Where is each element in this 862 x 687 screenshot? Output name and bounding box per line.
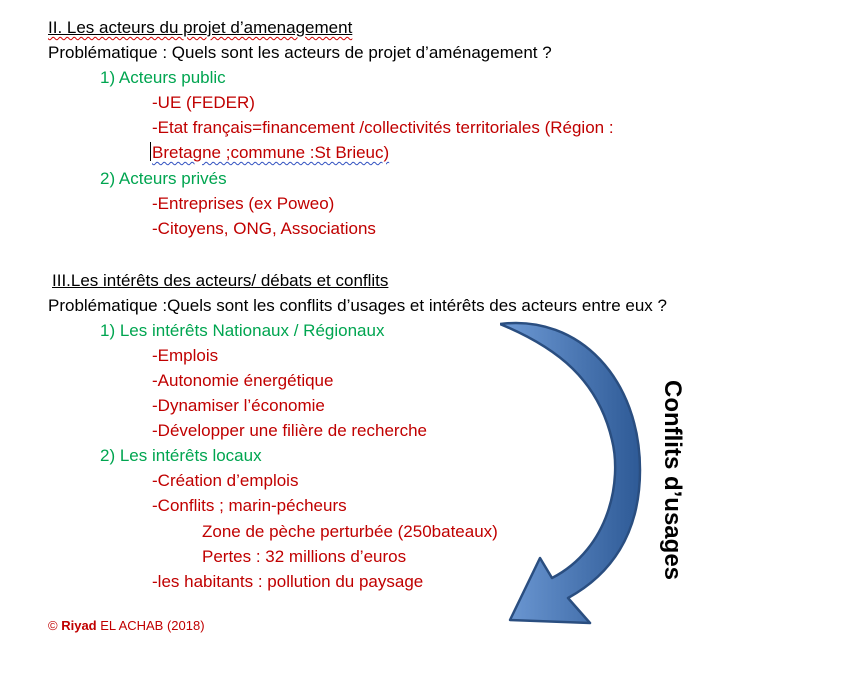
- curved-arrow-icon: [500, 321, 642, 625]
- local-subitem-pertes: Pertes : 32 millions d’euros: [202, 547, 407, 566]
- section3-local-heading: 2) Les intérêts locaux: [100, 446, 262, 465]
- section2-public-heading: 1) Acteurs public: [100, 68, 226, 87]
- national-item-economie: -Dynamiser l’économie: [152, 396, 325, 415]
- section3-national-heading: 1) Les intérêts Nationaux / Régionaux: [100, 321, 385, 340]
- local-item-habitants: -les habitants : pollution du paysage: [152, 572, 424, 591]
- local-item-creation: -Création d’emplois: [152, 471, 299, 490]
- national-item-emplois: -Emplois: [152, 346, 219, 365]
- arrow-label: Conflits d’usages: [659, 379, 686, 581]
- section3-title: III.Les intérêts des acteurs/ débats et …: [52, 271, 389, 290]
- text-cursor: [150, 142, 151, 161]
- private-item-citoyens: -Citoyens, ONG, Associations: [152, 219, 376, 238]
- national-item-recherche: -Développer une filière de recherche: [152, 421, 427, 440]
- public-item-bretagne: Bretagne ;commune :St Brieuc): [150, 142, 390, 162]
- copyright-notice: © Riyad EL ACHAB (2018): [48, 618, 205, 633]
- national-item-autonomie: -Autonomie énergétique: [152, 371, 334, 390]
- section2-private-heading: 2) Acteurs privés: [100, 169, 227, 188]
- section2-title: II. Les acteurs du projet d’amenagement: [48, 18, 353, 37]
- private-item-entreprises: -Entreprises (ex Poweo): [152, 194, 335, 213]
- section2-question: Problématique : Quels sont les acteurs d…: [48, 43, 552, 62]
- local-subitem-zone: Zone de pèche perturbée (250bateaux): [202, 522, 498, 541]
- public-item-etat: -Etat français=financement /collectivité…: [152, 118, 614, 137]
- section3-question: Problématique :Quels sont les conflits d…: [48, 296, 667, 315]
- local-item-conflits: -Conflits ; marin-pécheurs: [152, 496, 347, 515]
- public-item-ue: -UE (FEDER): [152, 93, 255, 112]
